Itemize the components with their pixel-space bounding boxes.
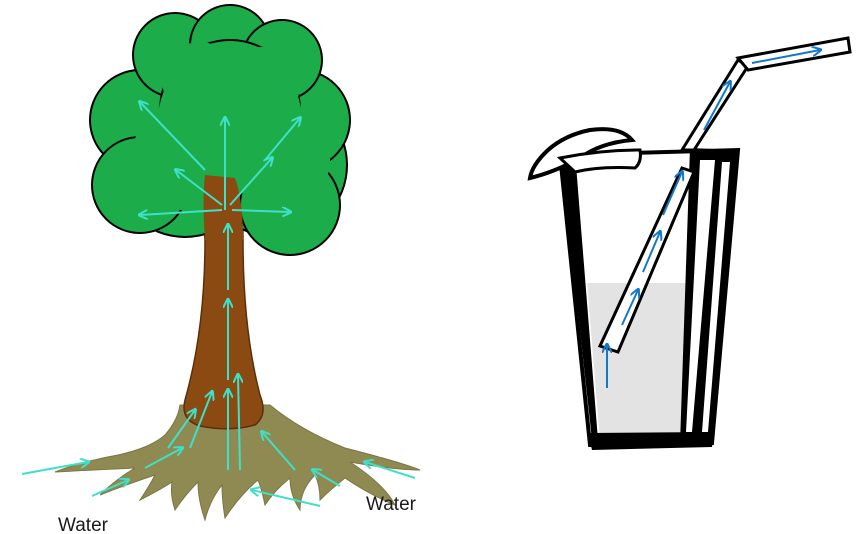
water-label-right: Water [366,494,417,515]
water-label-left: Water [58,515,109,534]
tree-icon [55,5,420,520]
root-arrow [252,490,320,506]
root-arrow [92,480,128,496]
